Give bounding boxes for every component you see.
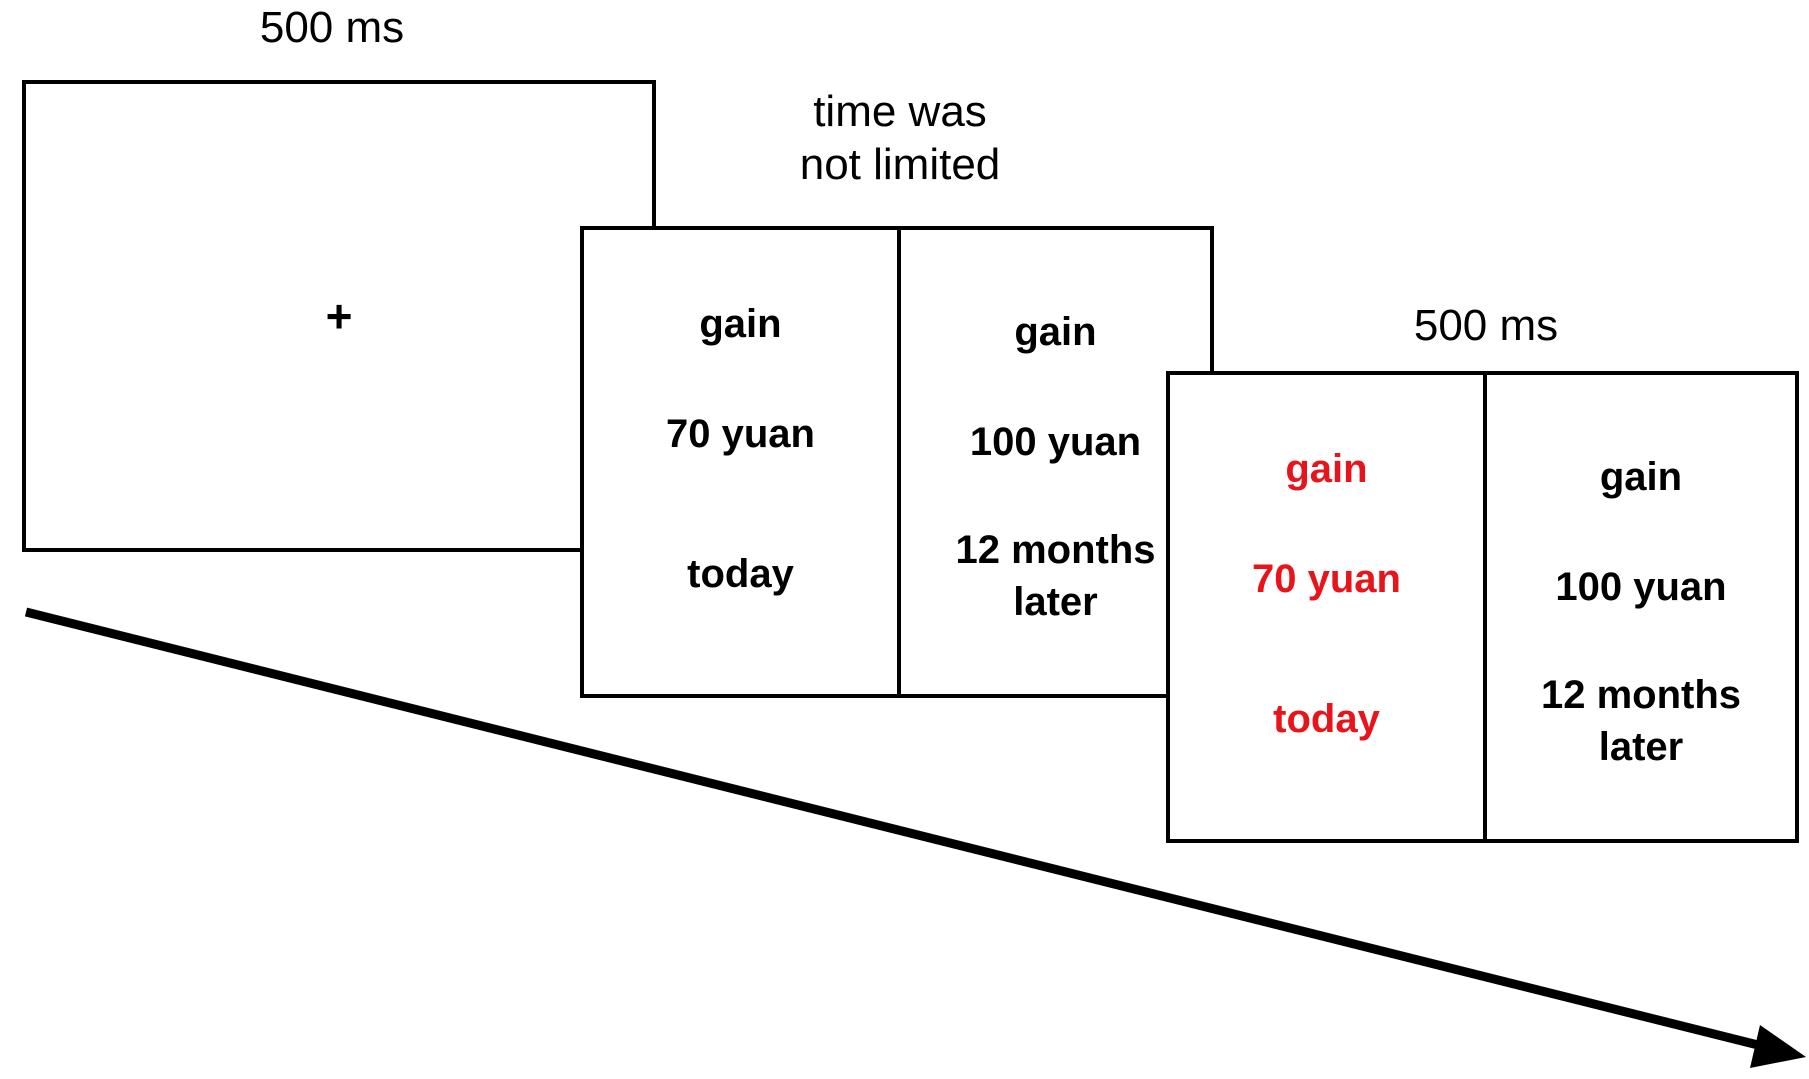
choice-option-delayed: gain 100 yuan 12 months later — [901, 230, 1210, 694]
fixation-screen: + — [22, 80, 656, 552]
screen3-duration-label: 500 ms — [1413, 301, 1559, 350]
option-outcome: gain — [699, 302, 782, 346]
option-delay: today — [1273, 697, 1380, 741]
choice-screen: gain 70 yuan today gain 100 yuan 12 mont… — [580, 226, 1214, 698]
option-amount: 100 yuan — [1555, 565, 1727, 609]
choice-option-immediate: gain 70 yuan today — [584, 230, 897, 694]
screen2-duration-line1: time was — [813, 87, 987, 136]
feedback-option-selected: gain 70 yuan today — [1170, 375, 1483, 839]
option-delay-line1: 12 months — [955, 528, 1156, 572]
option-divider — [1483, 375, 1487, 839]
feedback-option-unselected: gain 100 yuan 12 months later — [1487, 375, 1795, 839]
option-delay: today — [687, 552, 794, 596]
option-delay-line2: later — [1013, 580, 1098, 624]
option-outcome: gain — [1014, 310, 1097, 354]
option-amount: 100 yuan — [969, 420, 1142, 464]
option-delay-line1: 12 months — [1540, 673, 1742, 717]
option-outcome: gain — [1599, 455, 1683, 499]
screen1-duration-label: 500 ms — [259, 3, 405, 52]
screen2-duration-line2: not limited — [799, 139, 1001, 189]
option-amount: 70 yuan — [666, 412, 815, 456]
option-amount: 70 yuan — [1252, 557, 1401, 601]
fixation-cross: + — [325, 290, 353, 342]
screen2-duration-label: time was not limited — [720, 86, 1080, 192]
feedback-screen: gain 70 yuan today gain 100 yuan 12 mont… — [1166, 371, 1799, 843]
option-delay-line2: later — [1598, 725, 1684, 769]
option-divider — [897, 230, 901, 694]
option-outcome: gain — [1285, 447, 1368, 491]
